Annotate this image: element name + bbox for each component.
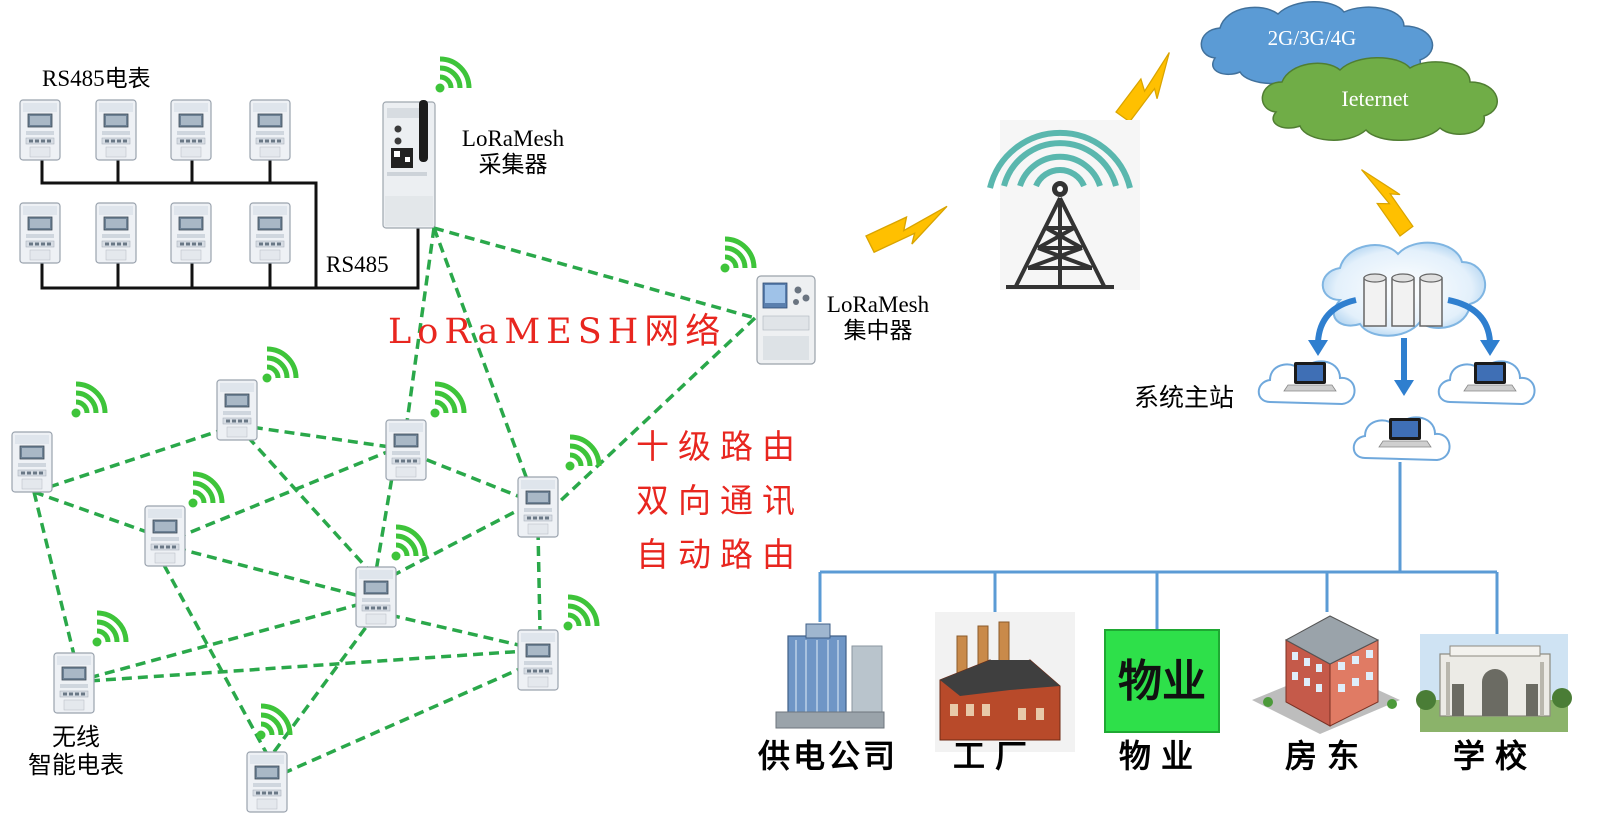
rs485-meter-icon <box>95 202 137 264</box>
endpoint-label-property: 物业 <box>1118 737 1203 775</box>
wifi-icon <box>263 349 297 383</box>
lightning-icon <box>1102 51 1190 126</box>
endpoint-label-school: 学校 <box>1452 737 1537 775</box>
wireless-meter-icon <box>144 505 186 567</box>
factory-icon <box>935 612 1075 752</box>
endpoint-label-factory: 工厂 <box>952 737 1037 775</box>
wifi-icon <box>189 474 223 508</box>
wifi-icon <box>566 437 600 471</box>
feature-two-way-comm: 双向通讯 <box>636 481 804 520</box>
wireless-meter-icon <box>517 476 559 538</box>
apartment-icon <box>1252 615 1400 734</box>
wifi-icon <box>436 59 470 93</box>
distribution-lines <box>818 462 1499 634</box>
endpoint-label-landlord: 房东 <box>1284 737 1369 775</box>
lightning-icon <box>865 205 948 253</box>
property-sign-text: 物业 <box>1118 656 1206 707</box>
rs485-meter-icon <box>170 202 212 264</box>
office-building-icon <box>772 622 886 730</box>
internet-label: Ieternet <box>1341 86 1409 111</box>
rs485-meter-icon <box>19 202 61 264</box>
concentrator-label-line1: LoRaMesh <box>826 292 930 317</box>
collector-label: LoRaMesh 采集器 <box>450 126 576 179</box>
wireless-meter-icon <box>11 431 53 493</box>
server-icon <box>1363 273 1443 327</box>
master-station-label: 系统主站 <box>1134 383 1235 412</box>
wifi-icon <box>431 384 465 418</box>
concentrator-label: LoRaMesh 集中器 <box>816 292 940 345</box>
wireless-meter-label: 无线 智能电表 <box>6 723 146 779</box>
wireless-meter-icon <box>517 629 559 691</box>
collector-label-line2: 采集器 <box>478 152 548 178</box>
wireless-meter-icon <box>385 419 427 481</box>
wireless-meter-label-line2: 智能电表 <box>28 750 124 779</box>
rs485-bus-lines <box>40 160 420 290</box>
endpoint-label-power-company: 供电公司 <box>757 737 898 775</box>
rs485-meter-icon <box>249 202 291 264</box>
wifi-icon <box>564 597 598 631</box>
rs485-bus-label: RS485 <box>326 252 389 277</box>
wireless-meter-icon <box>246 751 288 813</box>
feature-auto-routing: 自动路由 <box>636 535 804 574</box>
wifi-icon <box>721 239 755 273</box>
master-station-cloud <box>1257 241 1536 461</box>
rs485-meter-icon <box>249 99 291 161</box>
lightning-icon <box>1361 169 1414 237</box>
wireless-meter-icon <box>355 566 397 628</box>
concentrator-device-icon <box>756 275 816 365</box>
lightning-bolts <box>865 51 1414 253</box>
radio-tower-icon <box>987 120 1140 290</box>
rs485-meter-icon <box>170 99 212 161</box>
rs485-meters-label: RS485电表 <box>42 66 151 91</box>
collector-label-line1: LoRaMesh <box>461 126 565 151</box>
wifi-icon <box>72 384 106 418</box>
wireless-meter-label-line1: 无线 <box>52 723 100 751</box>
internet-cloud <box>1261 57 1498 141</box>
concentrator-label-line2: 集中器 <box>843 318 913 344</box>
mobile-network-label: 2G/3G/4G <box>1267 26 1357 50</box>
features-label: 十级路由 双向通讯 自动路由 <box>636 420 804 582</box>
property-sign-icon: 物业 <box>1104 629 1220 733</box>
wireless-meter-icon <box>53 652 95 714</box>
rs485-meter-icon <box>19 99 61 161</box>
collector-device-icon <box>382 100 436 229</box>
rs485-meter-icon <box>95 99 137 161</box>
network-label: LoRaMESH网络 <box>388 312 727 352</box>
school-gate-icon <box>1416 634 1572 732</box>
wifi-icon <box>392 527 426 561</box>
wifi-icon <box>93 613 127 647</box>
feature-ten-level-routing: 十级路由 <box>636 427 804 466</box>
wireless-meter-icon <box>216 379 258 441</box>
